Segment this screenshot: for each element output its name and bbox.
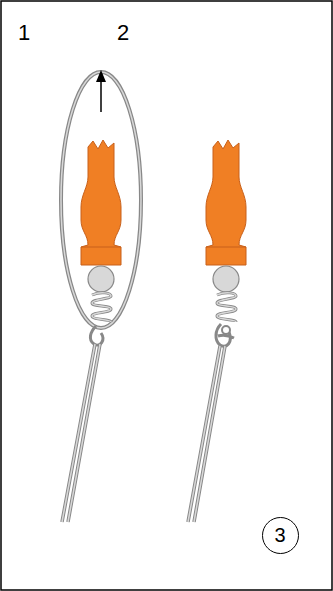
figure-number: 1: [18, 22, 30, 44]
figure-number: 2: [117, 22, 129, 44]
callout-number: 3: [274, 525, 285, 545]
callout-circle: 3: [262, 517, 299, 554]
